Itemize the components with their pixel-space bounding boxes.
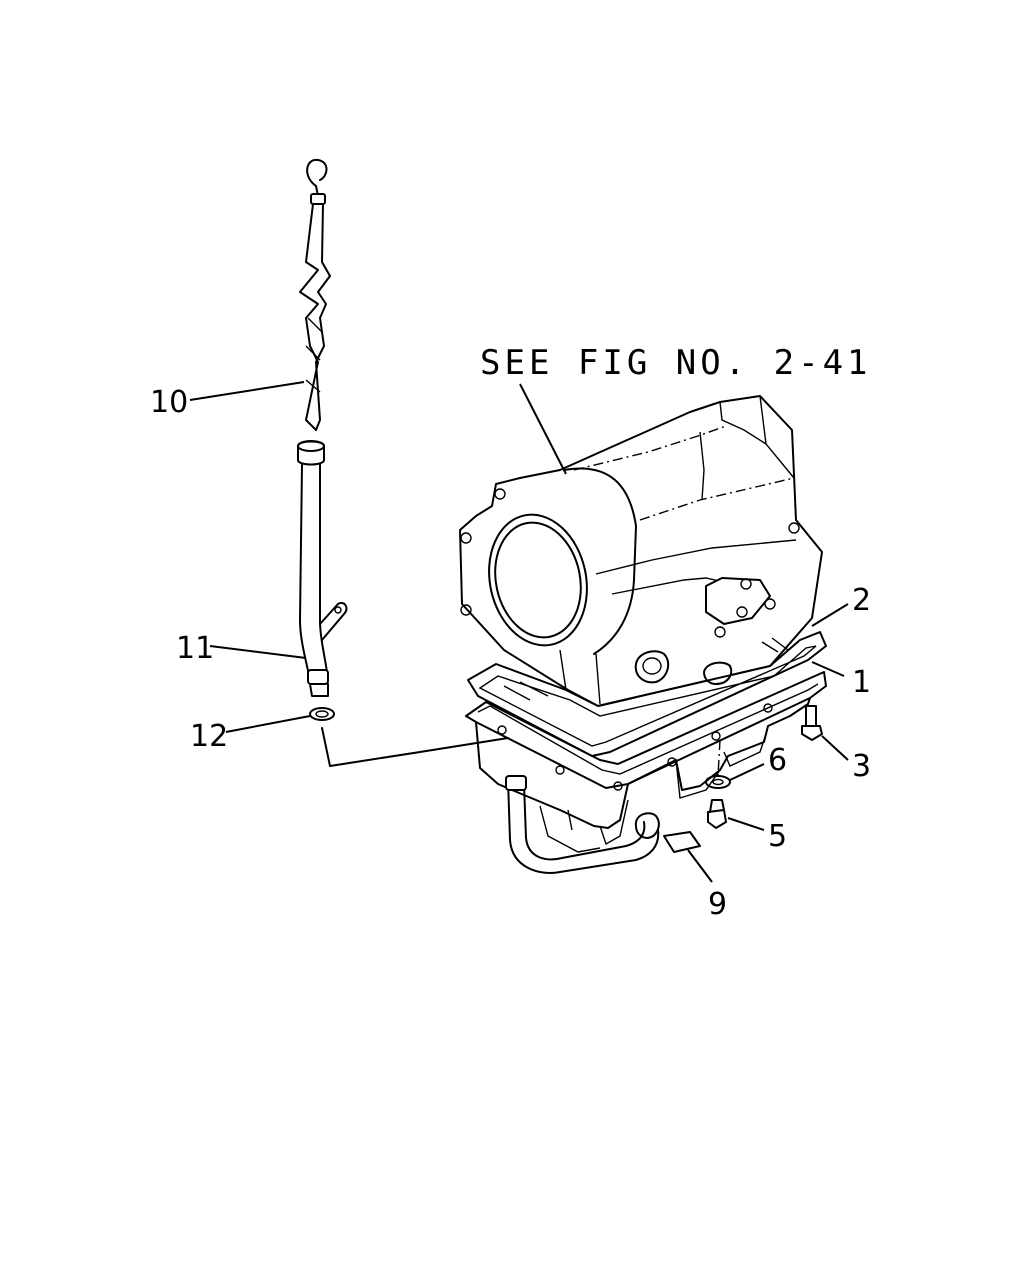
leader-lines	[189, 381, 849, 883]
callout-1: 1	[852, 665, 871, 700]
filler-tube	[297, 440, 348, 697]
callout-11: 11	[176, 631, 214, 666]
callout-9: 9	[708, 887, 727, 922]
o-ring	[309, 707, 335, 721]
oil-pan	[465, 671, 827, 853]
callout-6: 6	[768, 743, 787, 778]
bolt	[801, 705, 823, 741]
dipstick	[299, 158, 331, 431]
leader-6	[729, 763, 765, 781]
leader-11	[209, 645, 307, 659]
leader-5	[727, 817, 765, 831]
callout-12: 12	[190, 719, 228, 754]
leader-3	[821, 735, 849, 761]
oil-pipe	[505, 775, 660, 874]
leader-ref	[519, 383, 567, 475]
callout-5: 5	[768, 819, 787, 854]
leader-1	[811, 661, 845, 677]
leader-12	[225, 715, 311, 733]
transmission-housing	[459, 395, 823, 707]
tag	[663, 831, 701, 853]
connection-line	[321, 727, 509, 767]
callout-10: 10	[150, 385, 188, 420]
leader-2	[811, 603, 849, 627]
reference-note: SEE FIG NO. 2-41	[480, 343, 872, 383]
leader-10	[189, 381, 305, 401]
callout-3: 3	[852, 749, 871, 784]
washer	[705, 739, 731, 789]
leader-9	[687, 849, 713, 883]
callout-2: 2	[852, 583, 871, 618]
drain-plug	[707, 799, 727, 829]
